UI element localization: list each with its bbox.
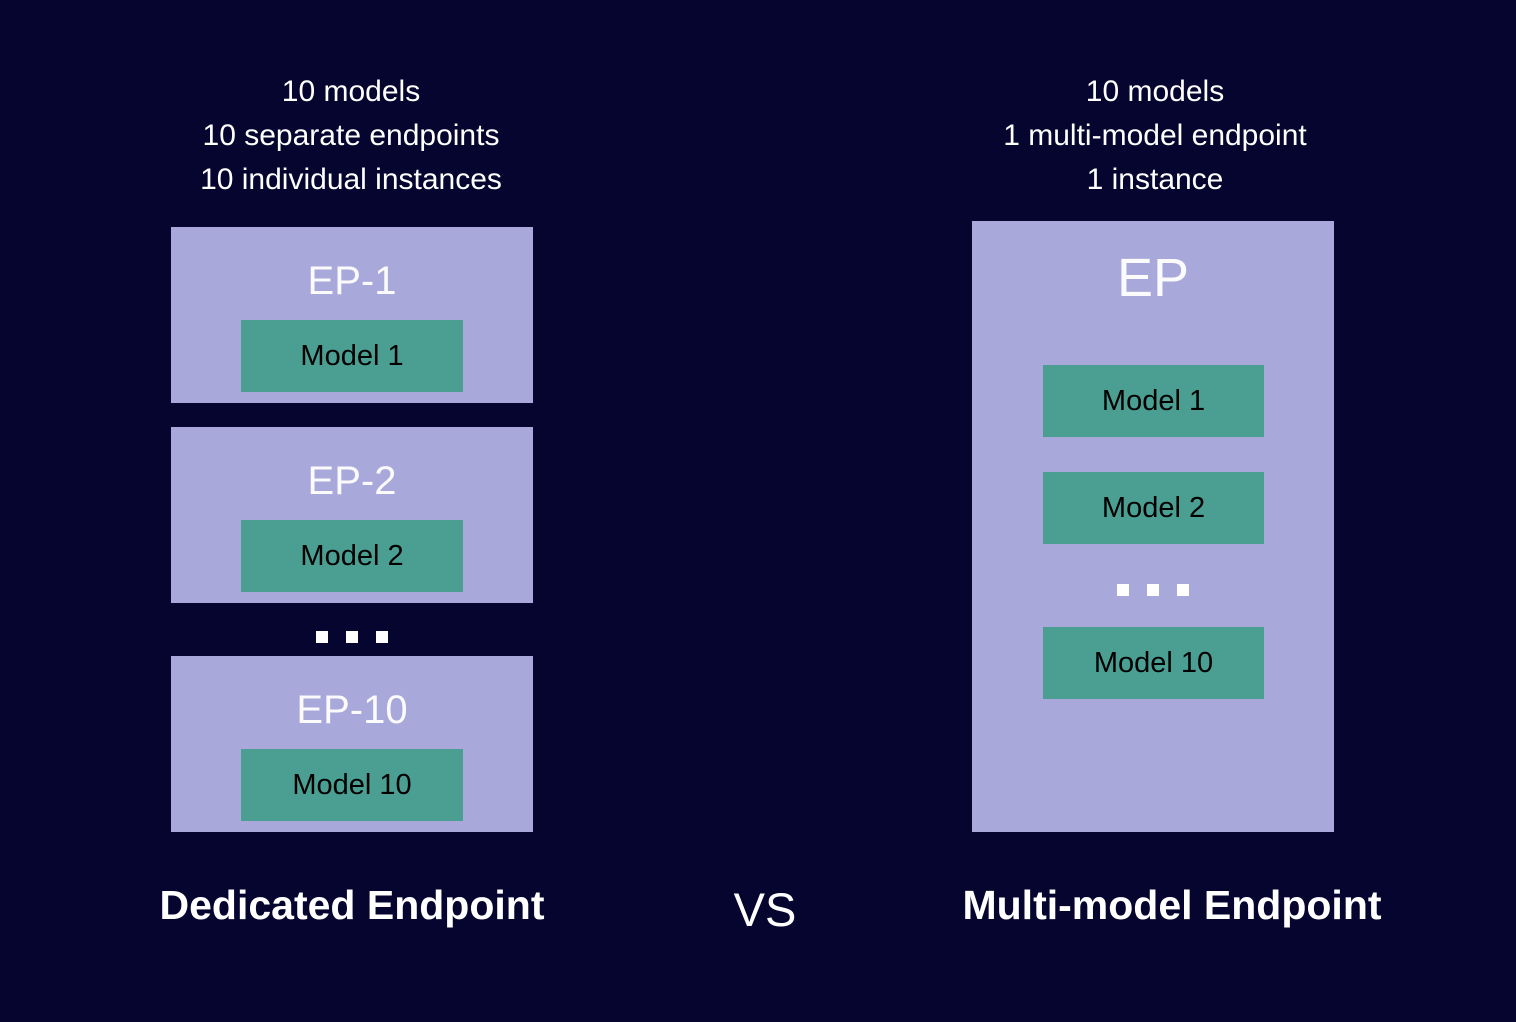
right-heading-line-1: 10 models [1085,75,1225,108]
vs-label: VS [733,883,797,936]
model-box: Model 2 [1043,472,1264,544]
ellipsis-icon [972,584,1334,596]
ellipsis-dot [1147,584,1159,596]
endpoint-title: EP [1116,248,1190,308]
right-column-heading: 10 models 1 multi-model endpoint 1 insta… [905,70,1405,202]
left-heading-line-2: 10 separate endpoints [202,119,500,152]
model-box: Model 2 [241,520,463,592]
endpoint-box-ep-10: EP-10 Model 10 [171,656,533,832]
endpoint-title: EP-2 [307,459,397,503]
ellipsis-dot [316,631,328,643]
endpoint-title: EP-10 [296,688,408,732]
model-box: Model 10 [1043,627,1264,699]
multi-model-endpoint-label: Multi-model Endpoint [962,882,1382,928]
ellipsis-icon [171,631,533,643]
ellipsis-dot [376,631,388,643]
right-heading-line-3: 1 instance [1086,163,1224,196]
model-box: Model 10 [241,749,463,821]
left-heading-line-3: 10 individual instances [200,163,502,196]
endpoint-box-ep-1: EP-1 Model 1 [171,227,533,403]
model-box: Model 1 [241,320,463,392]
ellipsis-dot [1177,584,1189,596]
left-heading-line-1: 10 models [281,75,421,108]
model-box: Model 1 [1043,365,1264,437]
right-heading-line-2: 1 multi-model endpoint [1003,119,1307,152]
left-column-heading: 10 models 10 separate endpoints 10 indiv… [101,70,601,202]
endpoint-box-ep-2: EP-2 Model 2 [171,427,533,603]
multi-model-endpoint-box: EP Model 1 Model 2 Model 10 [972,221,1334,832]
ellipsis-dot [346,631,358,643]
endpoint-title: EP-1 [307,259,397,303]
ellipsis-dot [1117,584,1129,596]
dedicated-endpoint-label: Dedicated Endpoint [159,882,545,928]
